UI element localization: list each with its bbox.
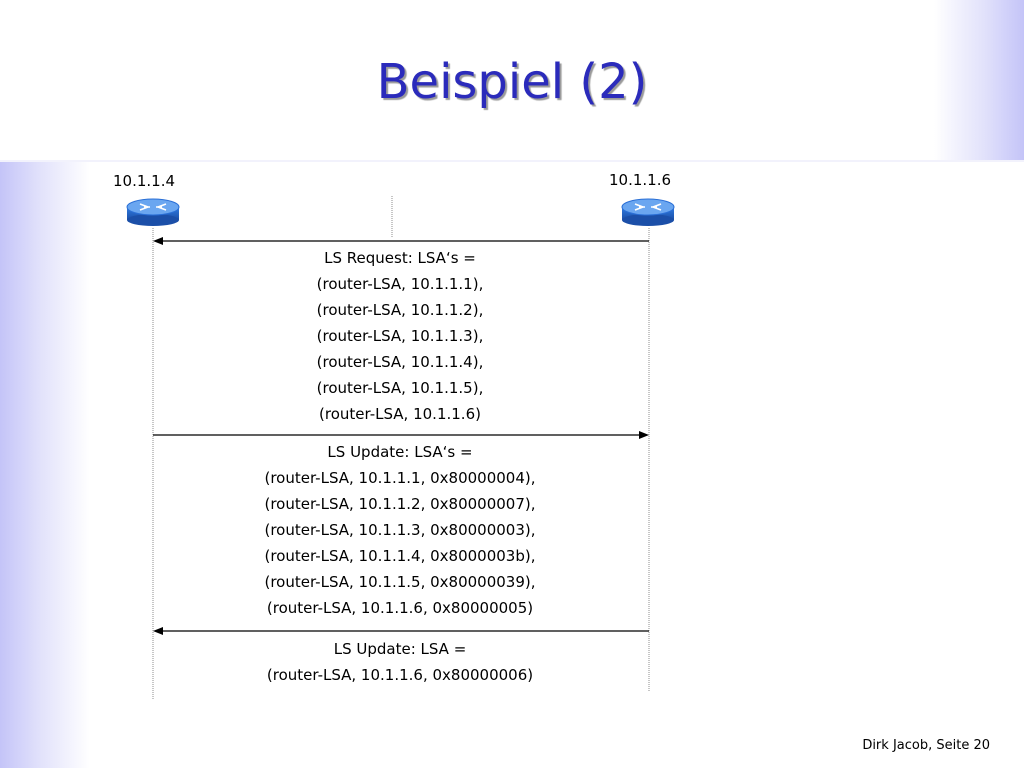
message-text-line: (router-LSA, 10.1.1.5), [316,379,484,397]
message-text-line: (router-LSA, 10.1.1.6, 0x80000006) [266,666,534,684]
router-label-left: 10.1.1.4 [113,172,176,190]
message-text-line: (router-LSA, 10.1.1.2), [316,301,484,319]
message-text-line: (router-LSA, 10.1.1.6) [319,405,481,423]
message-text-line: (router-LSA, 10.1.1.4), [316,353,484,371]
right-gradient-band [934,0,1024,162]
message-text-line: LS Update: LSA = [333,640,467,658]
router-icon [621,198,675,226]
router-label-right: 10.1.1.6 [609,171,672,189]
left-gradient-band [0,162,90,768]
arrow-ls-update-1 [153,431,649,439]
arrow-ls-update-2 [153,627,649,635]
message-text-line: (router-LSA, 10.1.1.3, 0x80000003), [264,521,536,539]
message-text-line: (router-LSA, 10.1.1.1), [316,275,484,293]
router-icon [126,198,180,226]
message-text-line: (router-LSA, 10.1.1.3), [316,327,484,345]
message-text-line: LS Update: LSA‘s = [327,443,473,461]
title-separator [0,160,1024,162]
arrow-ls-request [153,237,649,245]
message-text-line: (router-LSA, 10.1.1.4, 0x8000003b), [264,547,536,565]
slide-footer: Dirk Jacob, Seite 20 [862,738,990,753]
message-text-line: (router-LSA, 10.1.1.6, 0x80000005) [266,599,534,617]
slide-title: Beispiel (2) [376,54,648,110]
message-text-line: LS Request: LSA‘s = [324,249,476,267]
message-text-line: (router-LSA, 10.1.1.1, 0x80000004), [264,469,536,487]
message-text-line: (router-LSA, 10.1.1.5, 0x80000039), [264,573,536,591]
message-text-line: (router-LSA, 10.1.1.2, 0x80000007), [264,495,536,513]
